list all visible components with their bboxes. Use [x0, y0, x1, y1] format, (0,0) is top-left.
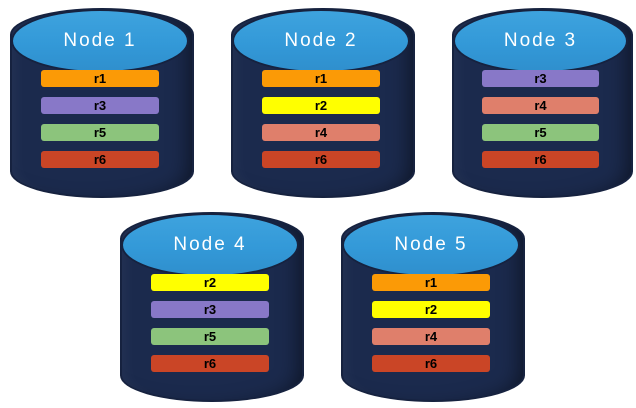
node-cylinder-top: Node 5 — [342, 213, 520, 277]
replica-stack: r2 r3 r5 r6 — [120, 274, 300, 372]
node-cylinder-top: Node 3 — [453, 9, 628, 73]
database-node-1[interactable]: Node 1 r1 r3 r5 r6 — [10, 8, 194, 198]
replica-bar-r6[interactable]: r6 — [261, 151, 381, 168]
replica-stack: r3 r4 r5 r6 — [452, 70, 629, 168]
replica-stack: r1 r2 r4 r6 — [231, 70, 411, 168]
replica-bar-r2[interactable]: r2 — [261, 97, 381, 114]
replica-bar-r6[interactable]: r6 — [482, 151, 599, 168]
node-label: Node 3 — [503, 30, 578, 51]
node-cylinder-top: Node 4 — [121, 213, 299, 277]
node-cylinder-top: Node 1 — [11, 9, 189, 73]
replica-bar-r4[interactable]: r4 — [261, 124, 381, 141]
replica-stack: r1 r2 r4 r6 — [341, 274, 521, 372]
replica-bar-r6[interactable]: r6 — [371, 355, 491, 372]
replica-bar-r1[interactable]: r1 — [40, 70, 160, 87]
replica-bar-r3[interactable]: r3 — [40, 97, 160, 114]
replica-bar-r3[interactable]: r3 — [150, 301, 270, 318]
node-label: Node 4 — [173, 234, 247, 255]
database-node-5[interactable]: Node 5 r1 r2 r4 r6 — [341, 212, 525, 402]
node-label: Node 5 — [394, 234, 468, 255]
node-label: Node 2 — [284, 30, 358, 51]
replica-bar-r1[interactable]: r1 — [261, 70, 381, 87]
replica-stack: r1 r3 r5 r6 — [10, 70, 190, 168]
replica-bar-r2[interactable]: r2 — [150, 274, 270, 291]
replica-bar-r5[interactable]: r5 — [150, 328, 270, 345]
replica-bar-r5[interactable]: r5 — [482, 124, 599, 141]
replica-bar-r5[interactable]: r5 — [40, 124, 160, 141]
node-cylinder-top: Node 2 — [232, 9, 410, 73]
node-label: Node 1 — [63, 30, 137, 51]
replica-bar-r6[interactable]: r6 — [40, 151, 160, 168]
database-node-2[interactable]: Node 2 r1 r2 r4 r6 — [231, 8, 415, 198]
database-node-3[interactable]: Node 3 r3 r4 r5 r6 — [452, 8, 633, 198]
replica-bar-r3[interactable]: r3 — [482, 70, 599, 87]
replica-bar-r2[interactable]: r2 — [371, 301, 491, 318]
replica-bar-r4[interactable]: r4 — [371, 328, 491, 345]
replica-bar-r4[interactable]: r4 — [482, 97, 599, 114]
replica-bar-r6[interactable]: r6 — [150, 355, 270, 372]
replica-bar-r1[interactable]: r1 — [371, 274, 491, 291]
database-node-4[interactable]: Node 4 r2 r3 r5 r6 — [120, 212, 304, 402]
